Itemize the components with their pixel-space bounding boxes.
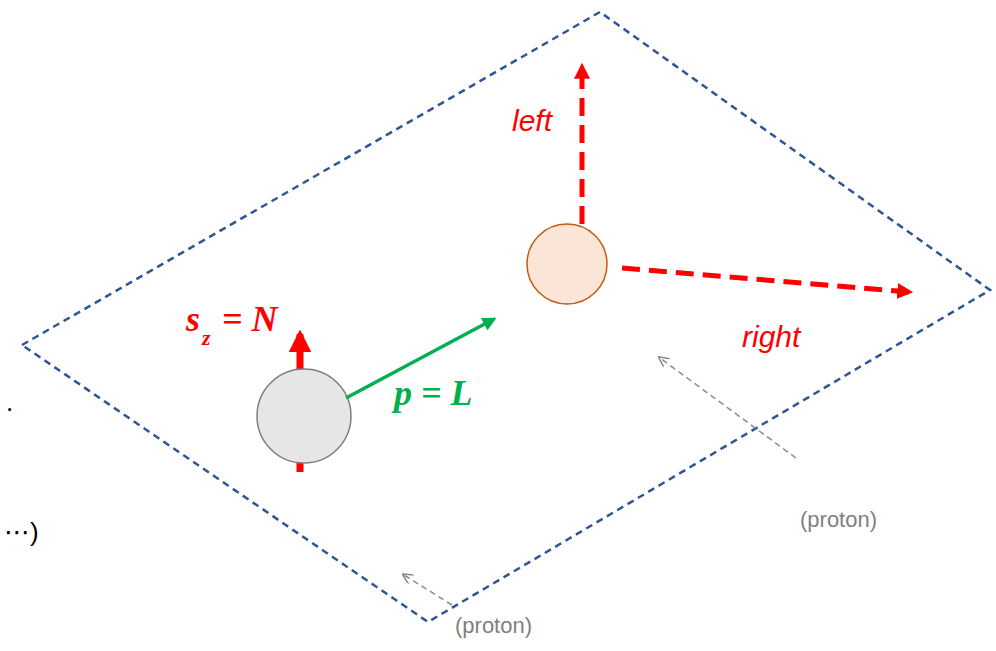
leader-line [404,575,452,605]
right-scatter-arrow [622,268,910,292]
leader-line [660,358,796,458]
target-proton [527,224,607,304]
spin-value: = N [222,300,278,340]
particle-note: (proton) [455,614,532,638]
momentum-label: p = L [394,374,473,414]
cropped-text: . [6,388,13,417]
beam-proton [257,369,351,463]
direction-label: right [742,320,800,353]
scattering-plane [22,12,990,622]
direction-label: left [512,104,552,137]
cropped-text: ⋯) [4,518,39,547]
particle-note: (proton) [800,508,877,532]
spin-subscript: z [202,326,211,350]
spin-symbol: s [186,300,200,340]
left-scatter-arrow [580,66,585,224]
